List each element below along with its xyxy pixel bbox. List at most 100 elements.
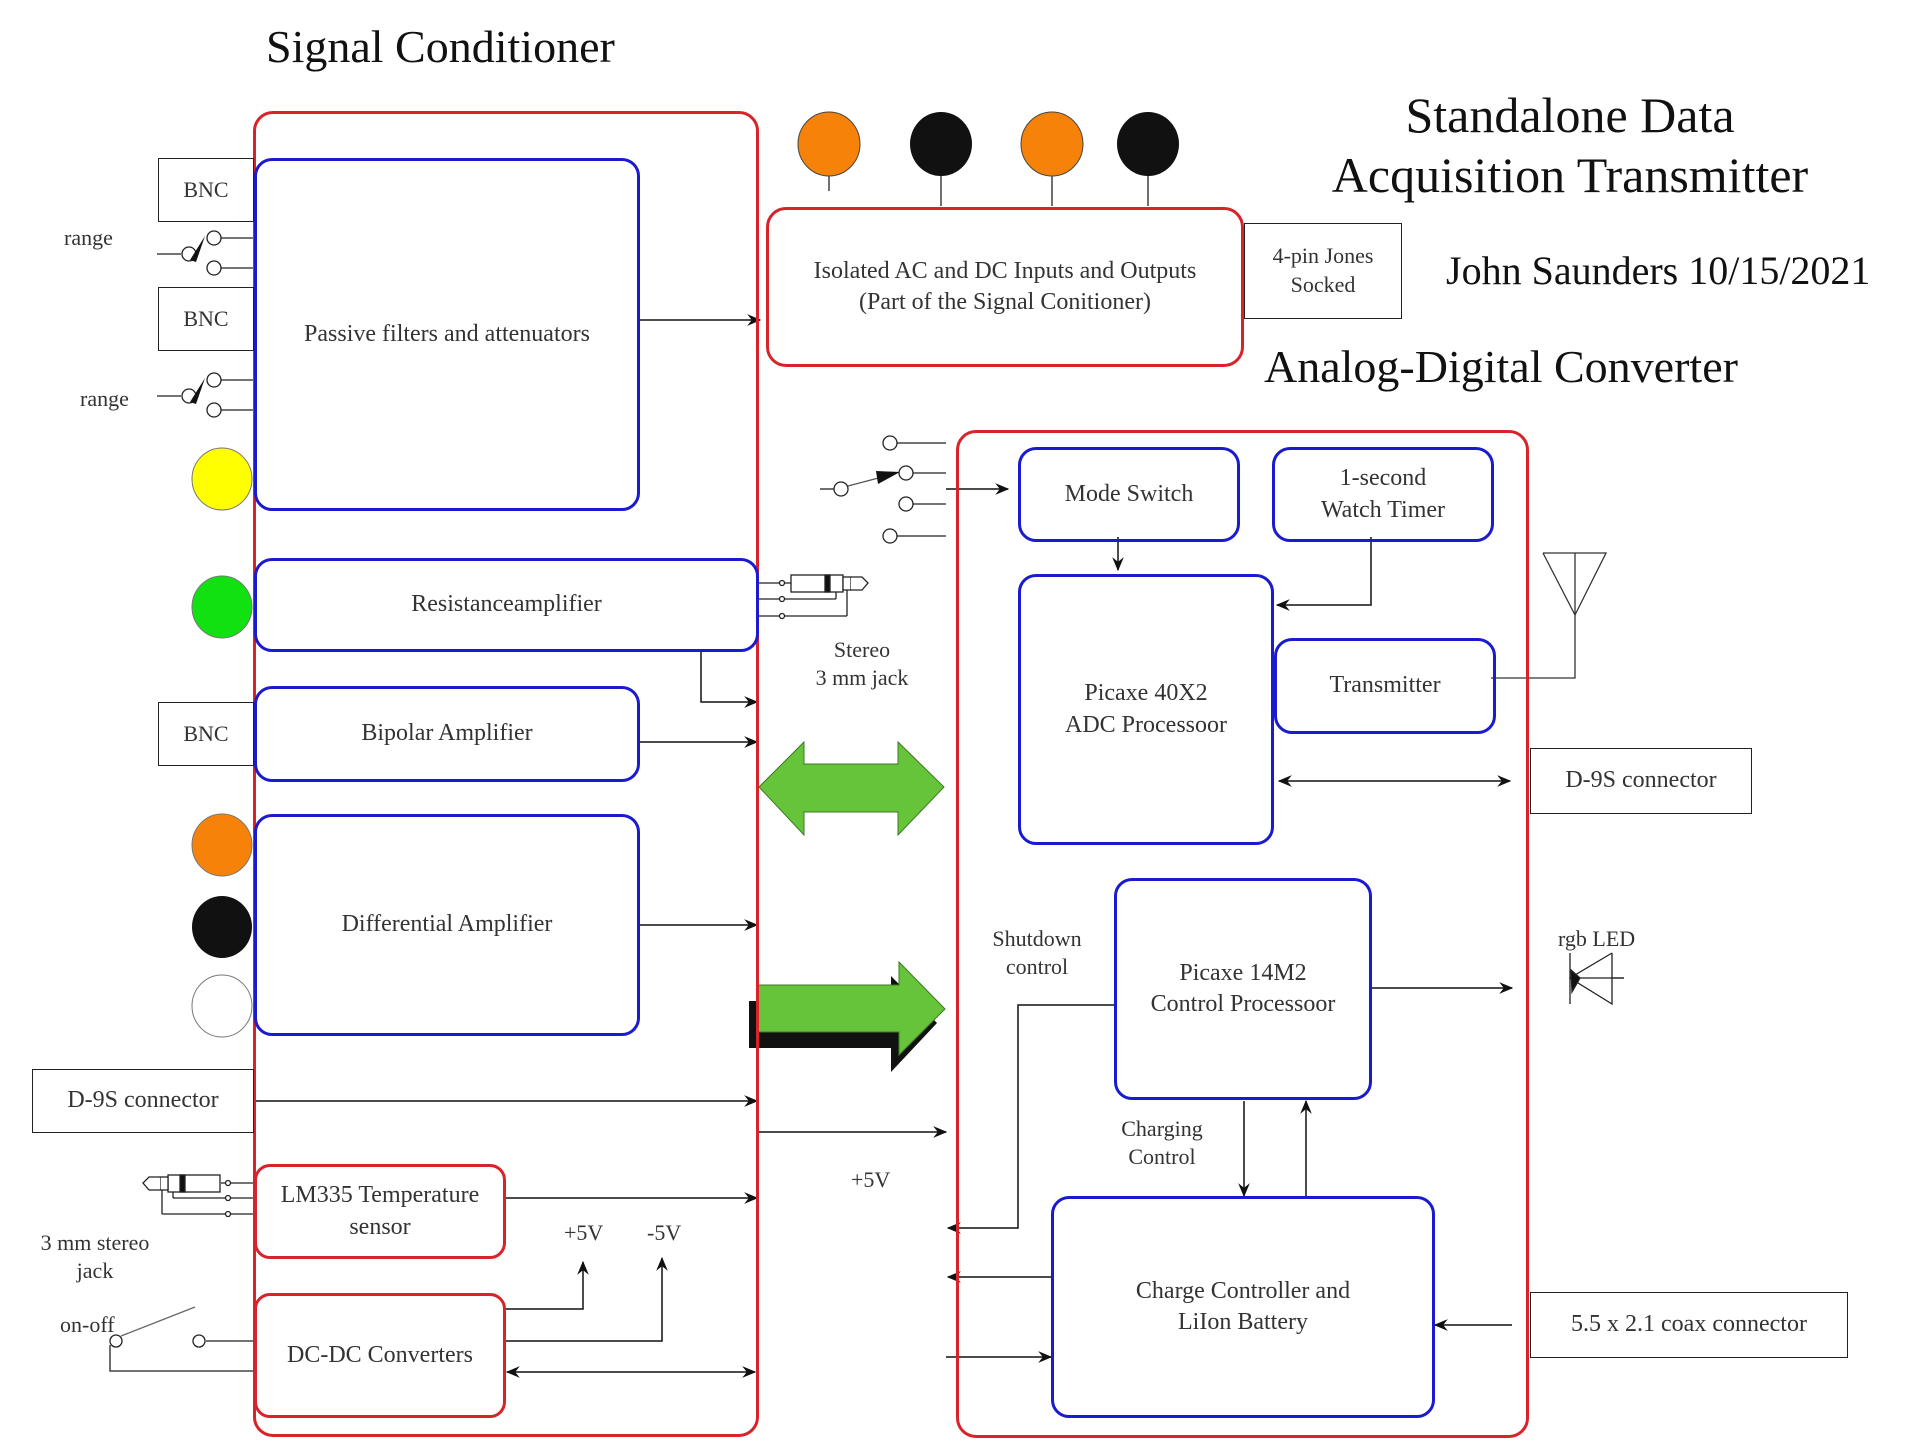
d9s-right-label: D-9S connector bbox=[1565, 767, 1717, 794]
plus5v-mid-label: +5V bbox=[851, 1167, 891, 1192]
charge-controller-line-1: Charge Controller and bbox=[1135, 1277, 1351, 1304]
timer-to-adc-line bbox=[1275, 537, 1372, 611]
control-processor-line-1: Picaxe 14M2 bbox=[1179, 959, 1307, 986]
bnc-connector-1[interactable]: BNC bbox=[158, 158, 254, 222]
bipolar-amplifier-block[interactable]: Bipolar Amplifier bbox=[254, 686, 640, 782]
transmitter-label: Transmitter bbox=[1329, 672, 1441, 699]
stereo-mid-line-1: Stereo bbox=[833, 637, 891, 662]
resistance-amplifier-label: Resistanceamplifier bbox=[411, 591, 602, 618]
banana-jack-orange-icon bbox=[797, 111, 861, 177]
banana-jack-orange-icon bbox=[1020, 111, 1084, 177]
stereo-jack-left-line-2: jack bbox=[76, 1257, 114, 1283]
input-jack-green-icon bbox=[191, 575, 253, 639]
isolated-io-block[interactable]: Isolated AC and DC Inputs and Outputs (Pa… bbox=[766, 207, 1244, 367]
bipolar-amplifier-label: Bipolar Amplifier bbox=[361, 720, 533, 747]
control-processor-line-2: Control Processoor bbox=[1150, 991, 1336, 1017]
charging-line-1: Charging bbox=[1121, 1116, 1203, 1141]
resistance-amplifier-block[interactable]: Resistanceamplifier bbox=[254, 558, 759, 652]
rgb-led-label: rgb LED bbox=[1558, 926, 1636, 951]
left-jacks bbox=[191, 447, 253, 1038]
mode-switch-block[interactable]: Mode Switch bbox=[1018, 447, 1240, 542]
plus5v-rail-line bbox=[505, 1260, 589, 1310]
input-jack-white-icon bbox=[191, 974, 253, 1038]
passive-filters-block[interactable]: Passive filters and attenuators bbox=[254, 158, 640, 511]
bus-double-arrow-icon bbox=[758, 740, 945, 837]
isolated-label-line-1: Isolated AC and DC Inputs and Outputs bbox=[813, 257, 1197, 284]
isolated-label-line-2: (Part of the Signal Conitioner) bbox=[859, 289, 1151, 315]
bnc-3-label: BNC bbox=[183, 720, 229, 746]
passive-filters-label: Passive filters and attenuators bbox=[304, 320, 590, 347]
adc-processor-line-1: Picaxe 40X2 bbox=[1084, 680, 1208, 707]
power-arrow-icon bbox=[749, 960, 946, 1072]
temperature-jack-icon bbox=[142, 1174, 254, 1218]
d9s-connector-left[interactable]: D-9S connector bbox=[32, 1069, 254, 1133]
charging-line-2: Control bbox=[1128, 1143, 1196, 1169]
bnc-2-label: BNC bbox=[183, 305, 229, 331]
adc-processor-line-2: ADC Processoor bbox=[1065, 711, 1227, 738]
shutdown-line bbox=[946, 1004, 1115, 1234]
shutdown-line-1: Shutdown bbox=[992, 926, 1082, 951]
plus5v-rail-label: +5V bbox=[564, 1220, 604, 1245]
dcdc-label: DC-DC Converters bbox=[287, 1341, 473, 1368]
lm335-sensor-block[interactable]: LM335 Temperature sensor bbox=[254, 1164, 506, 1259]
range-switch-2-icon bbox=[157, 372, 254, 418]
on-off-label: on-off bbox=[60, 1312, 115, 1337]
signal-conditioner-heading: Signal Conditioner bbox=[266, 21, 615, 72]
coax-connector[interactable]: 5.5 x 2.1 coax connector bbox=[1530, 1292, 1848, 1358]
d9s-left-label: D-9S connector bbox=[67, 1087, 219, 1114]
title-line-1: Standalone Data bbox=[1405, 87, 1735, 143]
differential-amplifier-block[interactable]: Differential Amplifier bbox=[254, 814, 640, 1036]
banana-jack-black-icon bbox=[1117, 112, 1179, 176]
top-jacks bbox=[797, 111, 1179, 206]
rgb-led-icon bbox=[1568, 952, 1624, 1006]
input-jack-black-icon bbox=[192, 896, 252, 958]
minus5v-rail-label: -5V bbox=[647, 1220, 682, 1245]
input-jack-yellow-icon bbox=[191, 447, 253, 511]
jones-label-line-2: Socked bbox=[1290, 272, 1356, 297]
minus5v-rail-line bbox=[505, 1256, 668, 1342]
title-line-2: Acquisition Transmitter bbox=[1331, 147, 1809, 203]
input-jack-orange-icon bbox=[191, 813, 253, 877]
differential-amplifier-label: Differential Amplifier bbox=[341, 911, 553, 938]
bnc-connector-2[interactable]: BNC bbox=[158, 287, 254, 351]
resistance-out-line bbox=[700, 652, 759, 708]
transmitter-block[interactable]: Transmitter bbox=[1274, 638, 1496, 734]
antenna-icon bbox=[1491, 552, 1608, 679]
range-label-2: range bbox=[80, 386, 129, 411]
author-date: John Saunders 10/15/2021 bbox=[1446, 248, 1871, 293]
adc-heading: Analog-Digital Converter bbox=[1264, 341, 1738, 392]
watch-timer-line-1: 1-second bbox=[1339, 465, 1427, 492]
stereo-jack-left-line-1: 3 mm stereo bbox=[40, 1230, 150, 1255]
range-switch-1-icon bbox=[157, 230, 254, 276]
mode-switch-label: Mode Switch bbox=[1064, 480, 1194, 507]
charge-controller-line-2: LiIon Battery bbox=[1178, 1309, 1308, 1335]
shutdown-line-2: control bbox=[1005, 953, 1069, 979]
lm335-label-line-2: sensor bbox=[349, 1213, 411, 1240]
coax-label: 5.5 x 2.1 coax connector bbox=[1571, 1311, 1807, 1338]
jones-label-line-1: 4-pin Jones bbox=[1272, 243, 1374, 269]
range-label-1: range bbox=[64, 225, 113, 250]
bnc-1-label: BNC bbox=[183, 176, 229, 202]
signal-conditioner-section bbox=[253, 111, 759, 1437]
lm335-label-line-1: LM335 Temperature bbox=[280, 1182, 480, 1209]
stereo-mid-line-2: 3 mm jack bbox=[815, 664, 909, 690]
bnc-connector-3[interactable]: BNC bbox=[158, 702, 254, 766]
d9s-connector-right[interactable]: D-9S connector bbox=[1530, 748, 1752, 814]
banana-jack-black-icon bbox=[910, 112, 972, 176]
on-off-switch-icon bbox=[109, 1306, 254, 1372]
dcdc-converters-block[interactable]: DC-DC Converters bbox=[254, 1293, 506, 1418]
watch-timer-line-2: Watch Timer bbox=[1320, 496, 1446, 523]
mode-rotary-switch-icon bbox=[820, 435, 946, 544]
stereo-jack-icon bbox=[757, 574, 869, 620]
adc-section bbox=[956, 430, 1529, 1438]
